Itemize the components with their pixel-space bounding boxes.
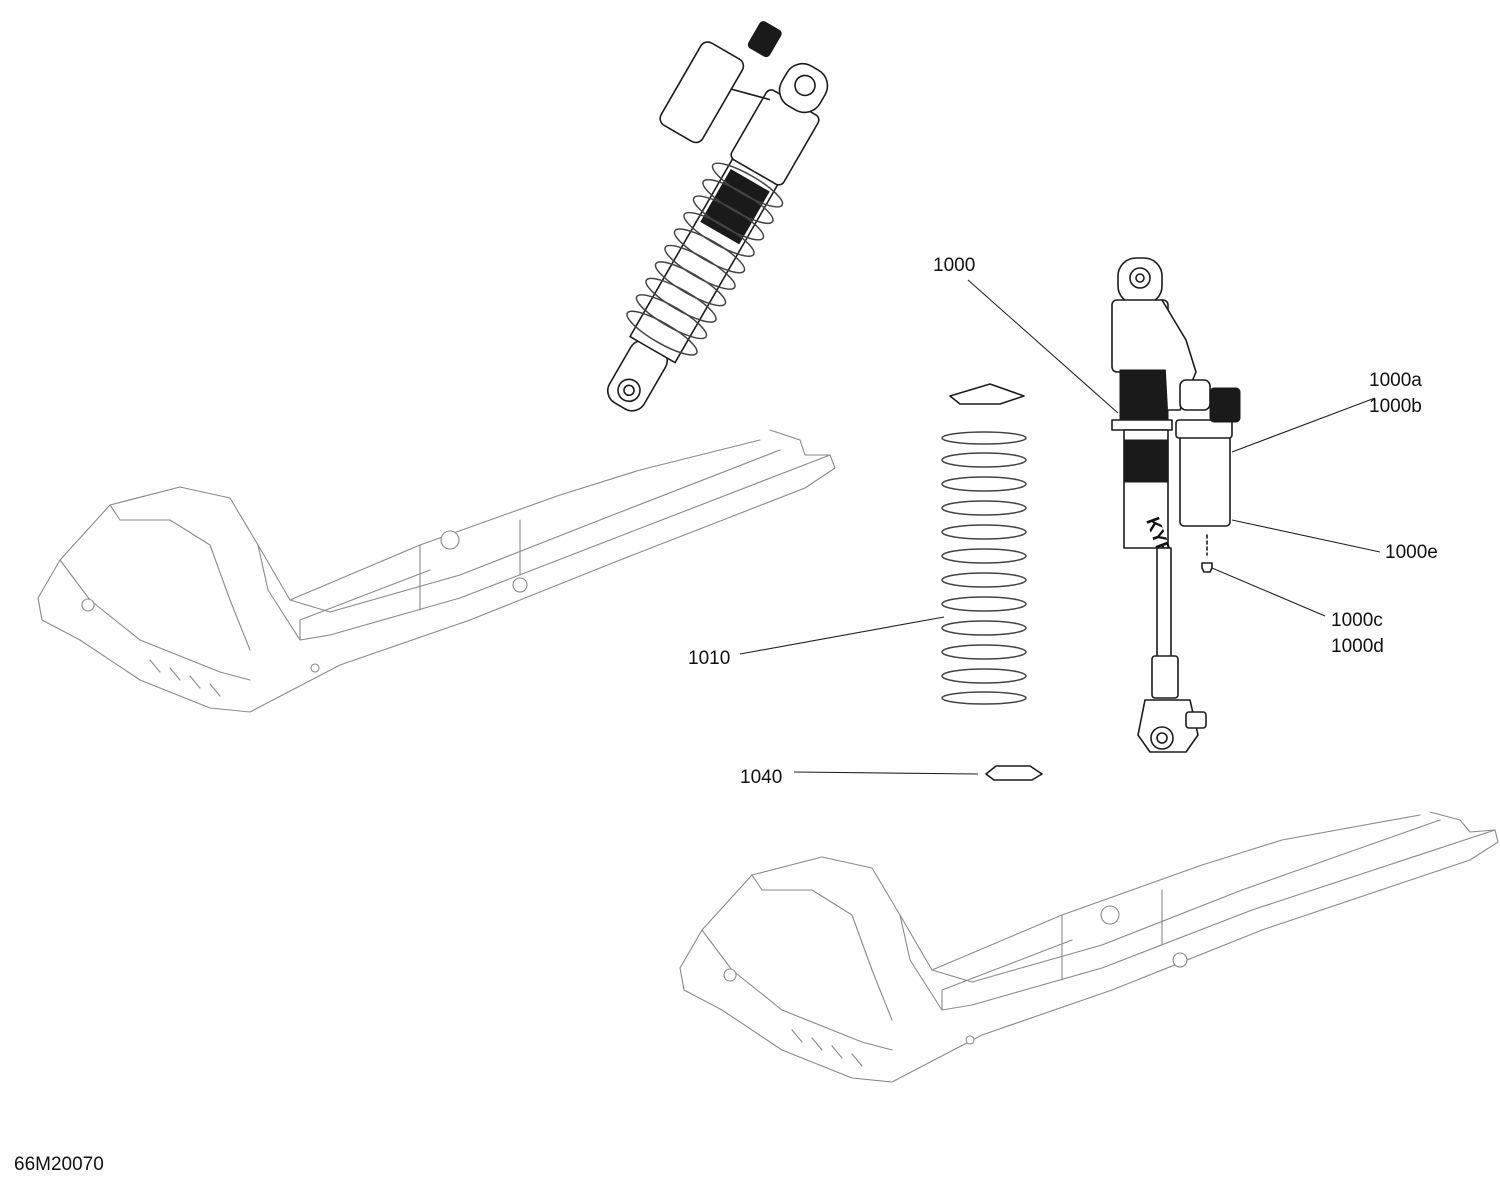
callout-1000c: 1000c bbox=[1331, 610, 1383, 631]
shock-absorber-1000: KYB bbox=[1111, 257, 1241, 753]
leader-1000 bbox=[967, 279, 1119, 414]
callout-1000a: 1000a bbox=[1369, 370, 1422, 391]
callout-1000d: 1000d bbox=[1331, 636, 1384, 657]
leader-1010 bbox=[739, 616, 945, 655]
leader-1000ab bbox=[1231, 397, 1376, 453]
callout-1040: 1040 bbox=[740, 767, 782, 788]
assembled-shock-absorber bbox=[607, 21, 829, 412]
callout-1000: 1000 bbox=[933, 255, 975, 276]
leader-lines bbox=[739, 279, 1381, 775]
callout-1000b: 1000b bbox=[1369, 396, 1422, 417]
spring-seat-1040 bbox=[985, 765, 1043, 781]
callout-1010: 1010 bbox=[688, 648, 730, 669]
callout-labels: 1000 1000a 1000b 1000e 1000c 1000d 1010 … bbox=[14, 255, 1438, 1175]
leader-1000e bbox=[1231, 519, 1381, 553]
ski-left bbox=[37, 429, 836, 713]
spring-1010 bbox=[941, 383, 1043, 781]
leader-1000cd bbox=[1211, 567, 1326, 617]
assembled-spring bbox=[626, 162, 784, 356]
leader-1040 bbox=[793, 771, 979, 775]
callout-1000e: 1000e bbox=[1385, 542, 1438, 563]
ski-right bbox=[679, 811, 1499, 1083]
figure-code: 66M20070 bbox=[14, 1154, 104, 1175]
